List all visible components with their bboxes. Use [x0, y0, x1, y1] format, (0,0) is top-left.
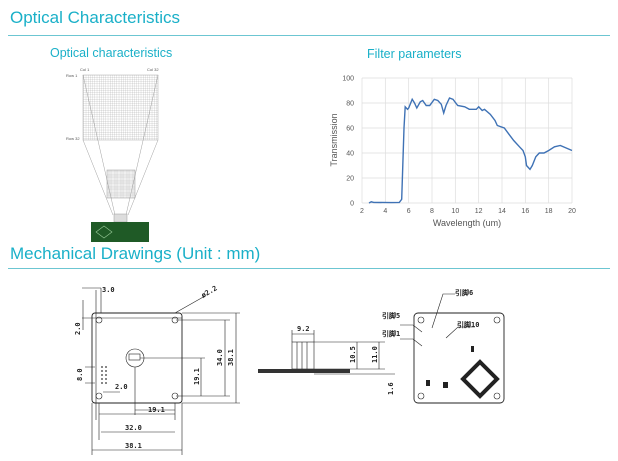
dim-8-0: 8.0	[76, 368, 84, 381]
x-tick-label: 16	[521, 208, 529, 215]
x-tick-label: 10	[451, 208, 459, 215]
dim-10-5: 10.5	[349, 346, 357, 363]
col32-label: Col 32	[147, 67, 159, 72]
y-tick-label: 40	[346, 151, 354, 158]
dim-38-1-v: 38.1	[227, 349, 235, 366]
board-outline-bottom	[413, 312, 505, 404]
x-tick-label: 14	[498, 208, 506, 215]
dim-19-1-h: 19.1	[148, 406, 165, 414]
section-heading-optical: Optical Characteristics	[10, 8, 181, 27]
col1-label: Col 1	[80, 67, 90, 72]
x-axis-label: Wavelength (um)	[433, 218, 501, 228]
divider	[8, 35, 610, 36]
sensor-grid	[106, 169, 136, 199]
dim-11-0: 11.0	[371, 346, 379, 363]
x-tick-label: 20	[568, 208, 576, 215]
pin5-label: 引脚5	[382, 311, 400, 320]
dim-hole-dia: ø2.2	[200, 284, 219, 299]
lens-holder-side	[291, 341, 315, 370]
y-tick-label: 60	[346, 126, 354, 133]
optical-panel-title: Optical characteristics	[50, 46, 173, 60]
x-tick-label: 6	[407, 208, 411, 215]
row1-label: Row 1	[66, 73, 78, 78]
dim-1-6: 1.6	[387, 382, 395, 395]
x-tick-label: 8	[430, 208, 434, 215]
pin6-label: 引脚6	[455, 288, 473, 297]
dim-2-0-v: 2.0	[74, 322, 82, 335]
y-tick-label: 100	[342, 76, 354, 83]
section-heading-mechanical: Mechanical Drawings (Unit : mm)	[10, 244, 261, 263]
chart-title: Filter parameters	[367, 47, 462, 61]
y-tick-label: 20	[346, 176, 354, 183]
y-tick-label: 80	[346, 101, 354, 108]
x-tick-label: 4	[383, 208, 387, 215]
dim-2-0-h: 2.0	[115, 383, 128, 391]
y-axis-label: Transmission	[329, 113, 339, 166]
pin1-label: 引脚1	[382, 329, 400, 338]
pcb-side	[258, 369, 350, 373]
transmission-line	[368, 97, 573, 204]
chip	[460, 359, 500, 399]
dim-38-1-h: 38.1	[125, 442, 142, 450]
pin10-label: 引脚10	[457, 320, 479, 329]
x-tick-label: 2	[360, 208, 364, 215]
divider	[8, 268, 610, 269]
dim-3-0: 3.0	[102, 286, 115, 294]
y-tick-label: 0	[350, 201, 354, 208]
row32-label: Row 32	[66, 136, 80, 141]
dim-32-0: 32.0	[125, 424, 142, 432]
dim-9-2: 9.2	[297, 325, 310, 333]
dim-34-0: 34.0	[216, 349, 224, 366]
x-tick-label: 18	[545, 208, 553, 215]
dim-19-1-v: 19.1	[193, 368, 201, 385]
x-tick-label: 12	[475, 208, 483, 215]
